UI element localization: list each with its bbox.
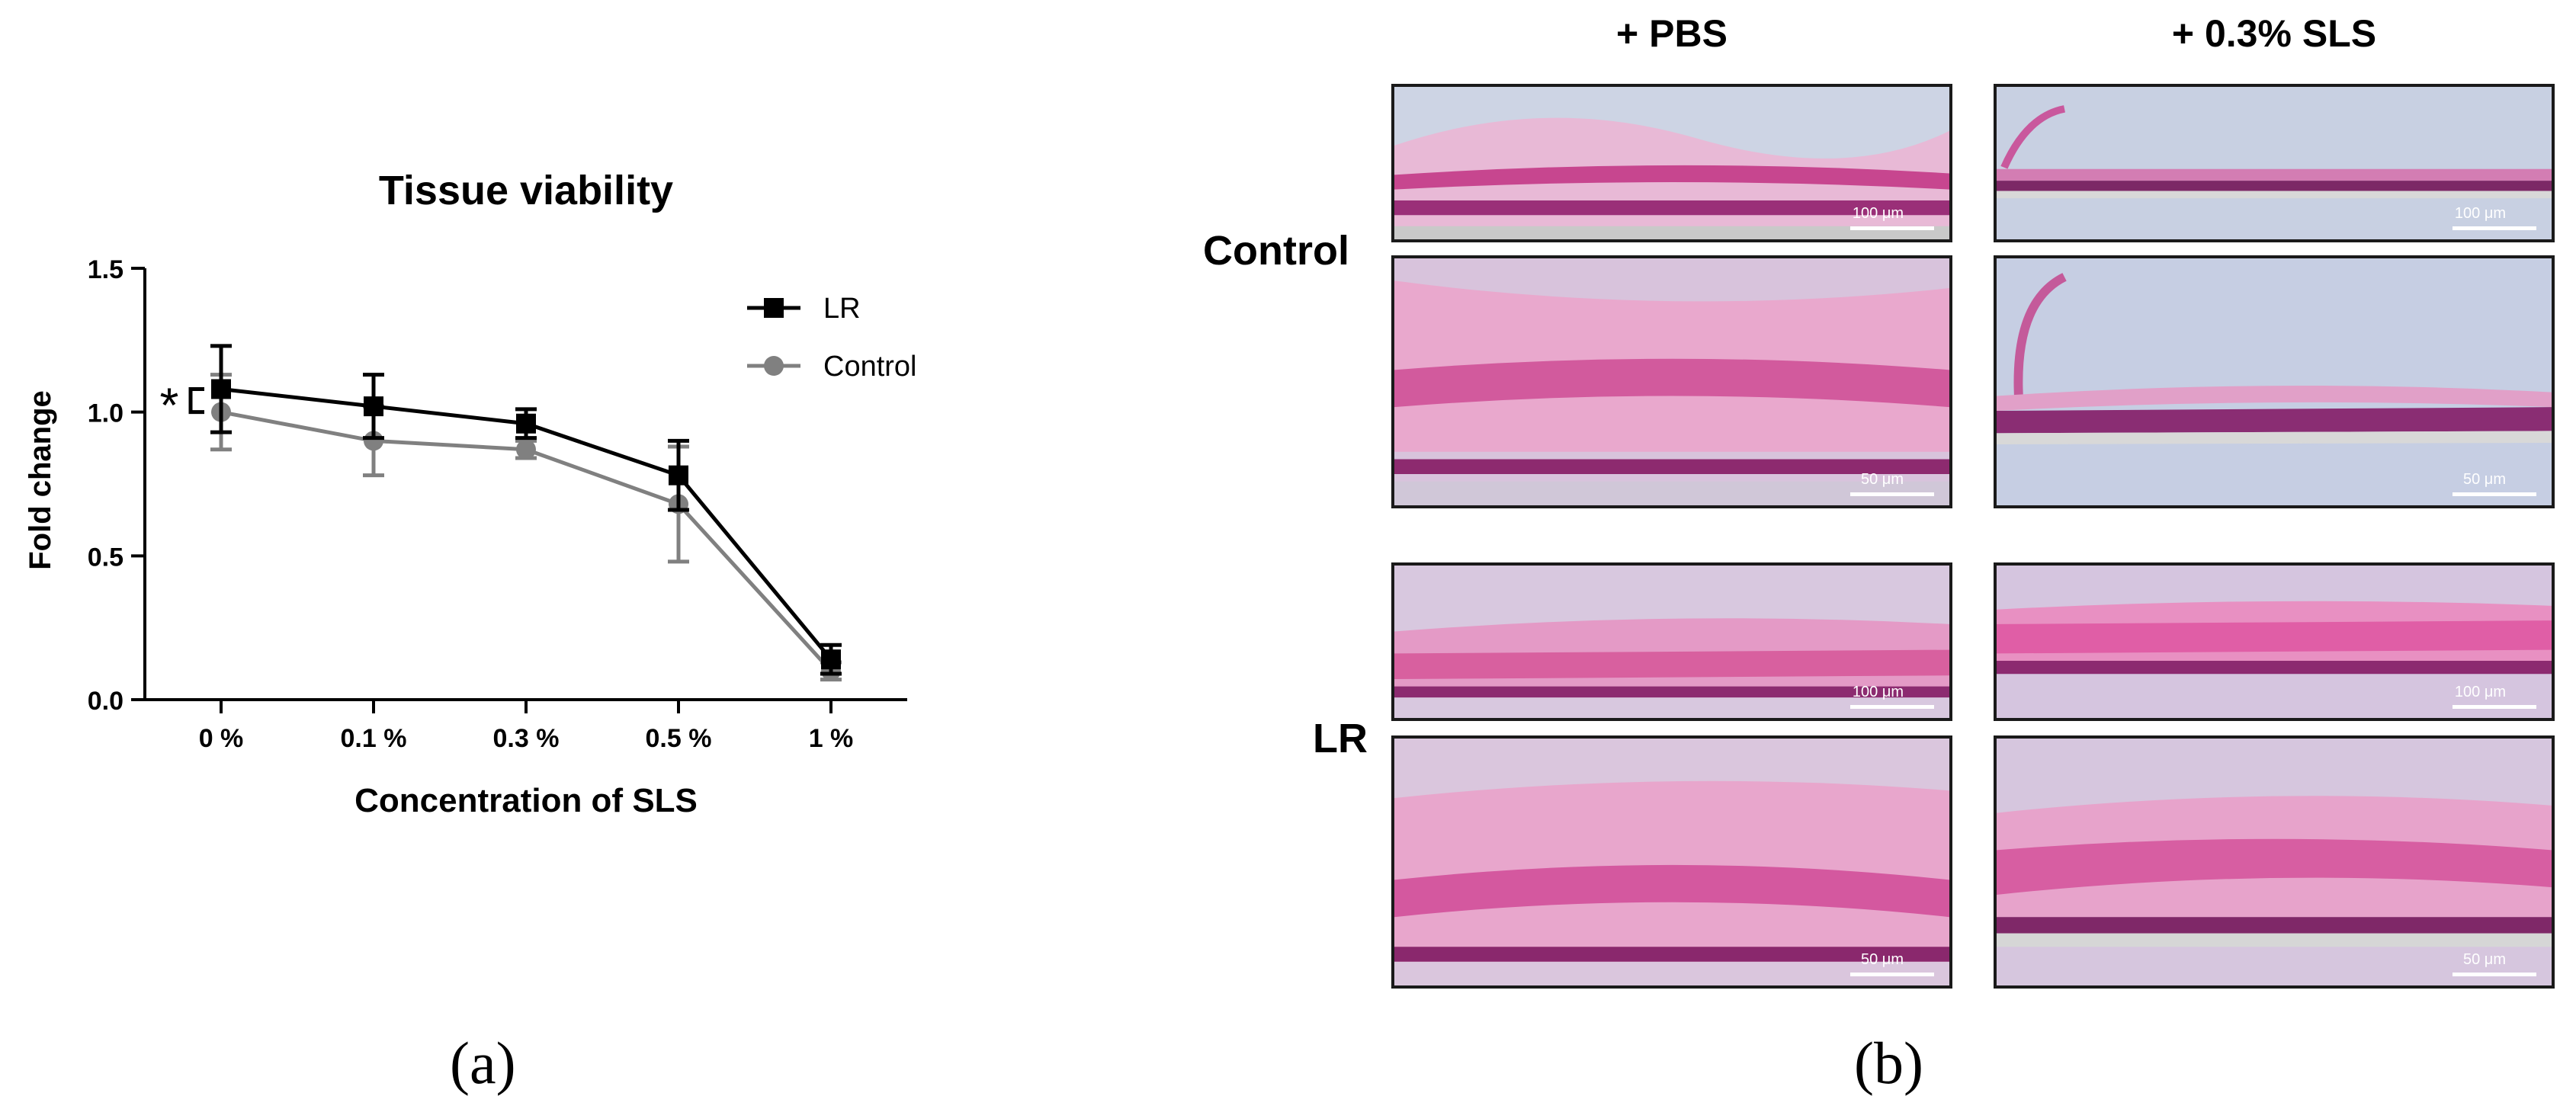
x-tick-label: 0.3 % [493, 724, 560, 753]
tissue-image [1997, 739, 2552, 985]
x-tick-label: 0 % [199, 724, 244, 753]
scale-bar [2452, 973, 2536, 976]
y-tick-label: 0.5 [88, 543, 124, 572]
x-tick-label: 0.1 % [341, 724, 407, 753]
data-point-lr [364, 396, 383, 417]
micrograph-lr-sls-50um: 50 μm [1994, 735, 2555, 989]
scale-bar [1850, 705, 1934, 709]
scale-bar-label: 50 μm [1861, 951, 1904, 968]
y-tick-label: 0.0 [88, 687, 124, 716]
significance-bracket [188, 386, 204, 415]
legend-marker [764, 298, 784, 318]
scale-bar-label: 50 μm [2463, 951, 2506, 968]
tissue-image [1394, 87, 1949, 239]
chart-marks [210, 344, 842, 682]
data-point-lr [516, 413, 536, 434]
column-header-pbs: + PBS [1616, 12, 1727, 55]
row-label-lr: LR [1313, 716, 1368, 761]
data-point-lr [211, 379, 231, 399]
scale-bar [1850, 492, 1934, 496]
scale-bar-label: 100 μm [1852, 205, 1904, 222]
data-point-control [516, 439, 536, 460]
tissue-image [1394, 739, 1949, 985]
y-tick-label: 1.0 [88, 399, 124, 428]
legend-marker [764, 356, 784, 376]
micrograph-lr-pbs-50um: 50 μm [1391, 735, 1952, 989]
scale-bar [2452, 705, 2536, 709]
scale-bar [1850, 226, 1934, 230]
micrograph-lr-sls-100um: 100 μm [1994, 562, 2555, 721]
scale-bar [2452, 492, 2536, 496]
x-tick-label: 0.5 % [646, 724, 712, 753]
tissue-viability-chart: Tissue viability 0.0 0.5 1.0 1.5 0 % 0.1 % 0.3… [24, 168, 917, 819]
y-tick-label: 1.5 [88, 255, 124, 284]
scale-bar-label: 100 μm [1852, 684, 1904, 700]
scale-bar-label: 100 μm [2454, 684, 2506, 700]
chart-title: Tissue viability [379, 168, 673, 213]
tissue-image [1997, 258, 2552, 505]
row-label-control: Control [1203, 228, 1349, 274]
data-point-lr [669, 465, 688, 485]
tissue-image [1997, 87, 2552, 239]
micrograph-control-pbs-100um: 100 μm [1391, 84, 1952, 242]
legend-label-control: Control [823, 351, 917, 383]
data-point-lr [821, 649, 841, 670]
micrograph-control-sls-100um: 100 μm [1994, 84, 2555, 242]
tissue-image [1394, 566, 1949, 718]
tissue-image [1997, 566, 2552, 718]
scale-bar-label: 50 μm [2463, 471, 2506, 488]
column-header-sls: + 0.3% SLS [2171, 12, 2377, 55]
micrograph-control-pbs-50um: 50 μm [1391, 255, 1952, 508]
micrograph-lr-pbs-100um: 100 μm [1391, 562, 1952, 721]
micrograph-control-sls-50um: 50 μm [1994, 255, 2555, 508]
y-axis-label: Fold change [24, 390, 57, 570]
significance-annotation: * [160, 378, 204, 433]
scale-bar-label: 100 μm [2454, 205, 2506, 222]
legend-label-lr: LR [823, 293, 861, 325]
scale-bar [2452, 226, 2536, 230]
x-tick-label: 1 % [809, 724, 854, 753]
significance-asterisk: * [160, 378, 179, 433]
data-point-control [364, 431, 383, 451]
x-axis-label: Concentration of SLS [354, 782, 698, 819]
panel-label-b: (b) [1854, 1030, 1923, 1096]
scale-bar-label: 50 μm [1861, 471, 1904, 488]
tissue-image [1394, 258, 1949, 505]
chart-legend: LR Control [747, 293, 917, 383]
scale-bar [1850, 973, 1934, 976]
chart-axes: 0.0 0.5 1.0 1.5 0 % 0.1 % 0.3 % 0.5 % 1 % [88, 255, 907, 753]
panel-label-a: (a) [450, 1030, 516, 1096]
